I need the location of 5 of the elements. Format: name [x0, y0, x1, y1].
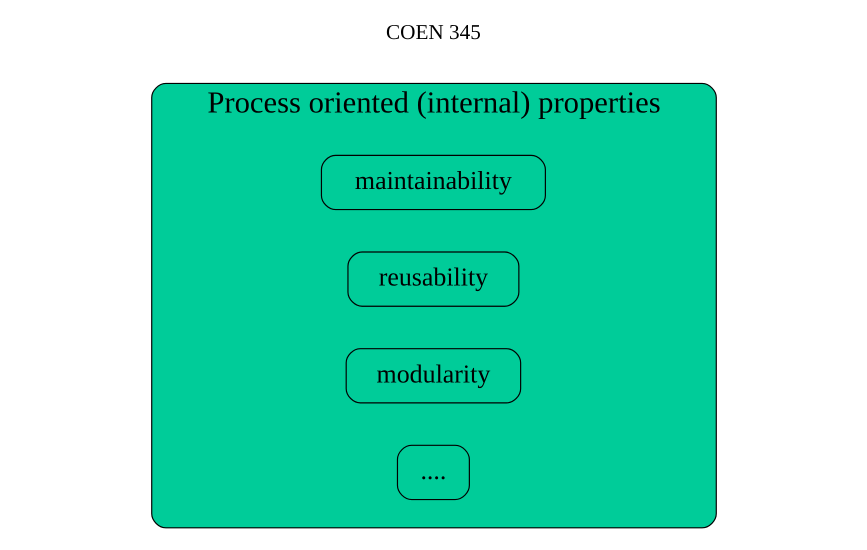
node-box: maintainability	[320, 154, 546, 210]
node-box: ....	[396, 444, 470, 500]
label: COEN 345	[385, 20, 480, 44]
node-box: reusability	[346, 251, 519, 307]
node-box: modularity	[345, 348, 521, 404]
